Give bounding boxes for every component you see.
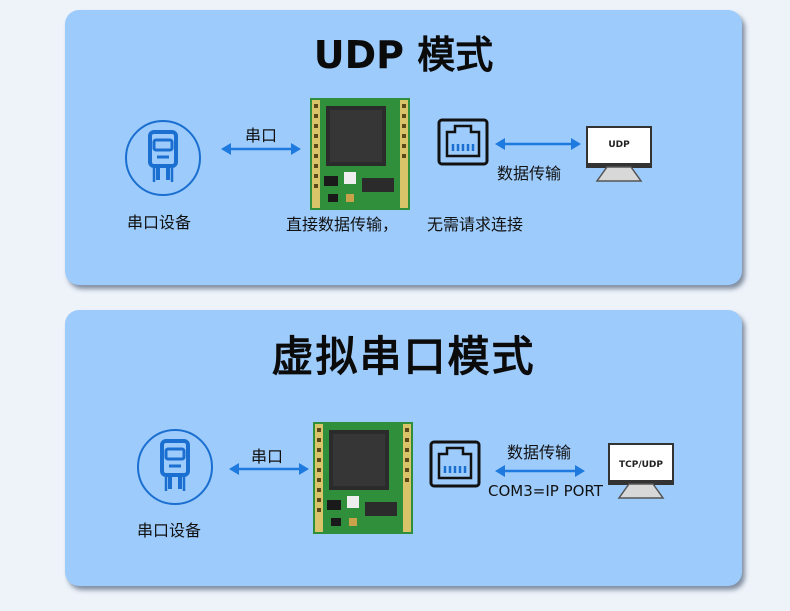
serial-arrow-label: 串口 <box>245 126 278 145</box>
network-double-arrow <box>495 465 585 477</box>
ethernet-port-icon <box>429 440 481 488</box>
monitor-icon <box>608 443 674 499</box>
network-arrow-label: 数据传输 <box>497 164 562 183</box>
virtual-serial-mode-panel: 虚拟串口模式 串口设备 串口 <box>65 310 742 586</box>
serial-arrow-label: 串口 <box>251 447 284 466</box>
description-direct-transfer: 直接数据传输， <box>286 215 399 234</box>
serial-device-label: 串口设备 <box>127 213 192 232</box>
serial-port-device-icon <box>125 120 201 196</box>
serial-port-device-icon <box>137 429 213 505</box>
network-arrow-label: 数据传输 <box>507 443 572 462</box>
serial-ethernet-module-board <box>310 98 410 210</box>
network-double-arrow <box>495 138 581 150</box>
serial-device-label: 串口设备 <box>137 521 202 540</box>
serial-double-arrow <box>229 463 309 475</box>
serial-ethernet-module-board <box>313 422 413 534</box>
udp-mode-panel: UDP 模式 串口设备 串口 直接数据传输， <box>65 10 742 285</box>
monitor-icon <box>586 126 652 182</box>
port-mapping-label: COM3=IP PORT <box>488 482 603 500</box>
udp-mode-title: UDP 模式 <box>313 33 494 77</box>
monitor-screen-text: TCP/UDP <box>618 460 663 470</box>
virtual-serial-mode-title: 虚拟串口模式 <box>271 332 536 381</box>
serial-double-arrow <box>221 143 301 155</box>
ethernet-port-icon <box>437 118 489 166</box>
monitor-screen-text: UDP <box>608 140 630 150</box>
description-no-connection-request: 无需请求连接 <box>427 215 524 234</box>
